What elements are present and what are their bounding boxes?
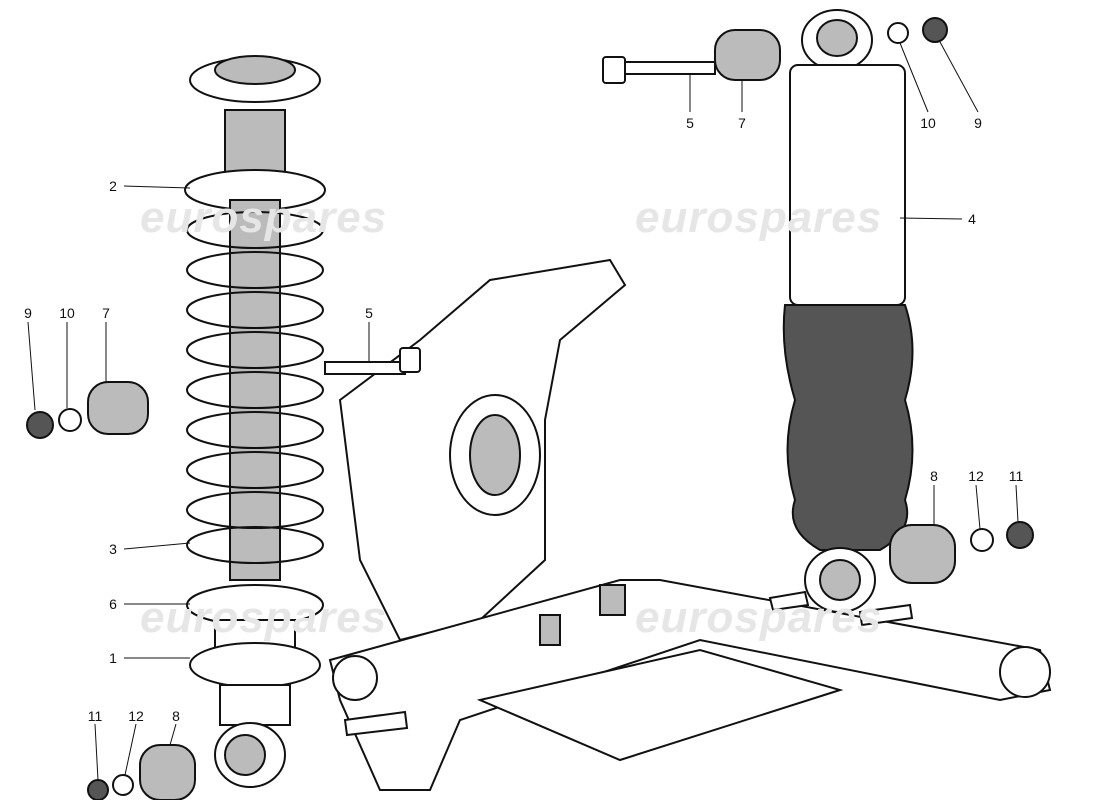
callout-6: 6 [109, 596, 117, 612]
watermark: eurospares [635, 593, 882, 642]
callout-7: 7 [738, 115, 746, 131]
callouts: 2 3 6 1 9 10 7 5 11 12 8 5 7 10 9 4 8 12… [24, 115, 1023, 724]
callout-2: 2 [109, 178, 117, 194]
bushings-left [26, 381, 196, 800]
callout-9: 9 [24, 305, 32, 321]
suspension-arm-assembly [328, 258, 1052, 791]
callout-12: 12 [968, 468, 984, 484]
callout-10: 10 [59, 305, 75, 321]
watermark: eurospares [635, 193, 882, 242]
callout-8: 8 [930, 468, 938, 484]
leader-lines [27, 41, 1019, 781]
callout-7: 7 [102, 305, 110, 321]
callout-12: 12 [128, 708, 144, 724]
callout-8: 8 [172, 708, 180, 724]
callout-5: 5 [365, 305, 373, 321]
callout-10: 10 [920, 115, 936, 131]
callout-5: 5 [686, 115, 694, 131]
shock-absorber-right [782, 9, 914, 613]
bushings-right [602, 17, 1034, 584]
watermarks: eurospares eurospares eurospares eurospa… [140, 193, 882, 642]
callout-4: 4 [968, 211, 976, 227]
callout-3: 3 [109, 541, 117, 557]
coilover-left [184, 55, 326, 788]
callout-1: 1 [109, 650, 117, 666]
watermark: eurospares [140, 193, 387, 242]
bolt-5-left [324, 347, 421, 375]
callout-11: 11 [1009, 468, 1024, 484]
callout-11: 11 [88, 708, 103, 724]
callout-9: 9 [974, 115, 982, 131]
watermark: eurospares [140, 593, 387, 642]
